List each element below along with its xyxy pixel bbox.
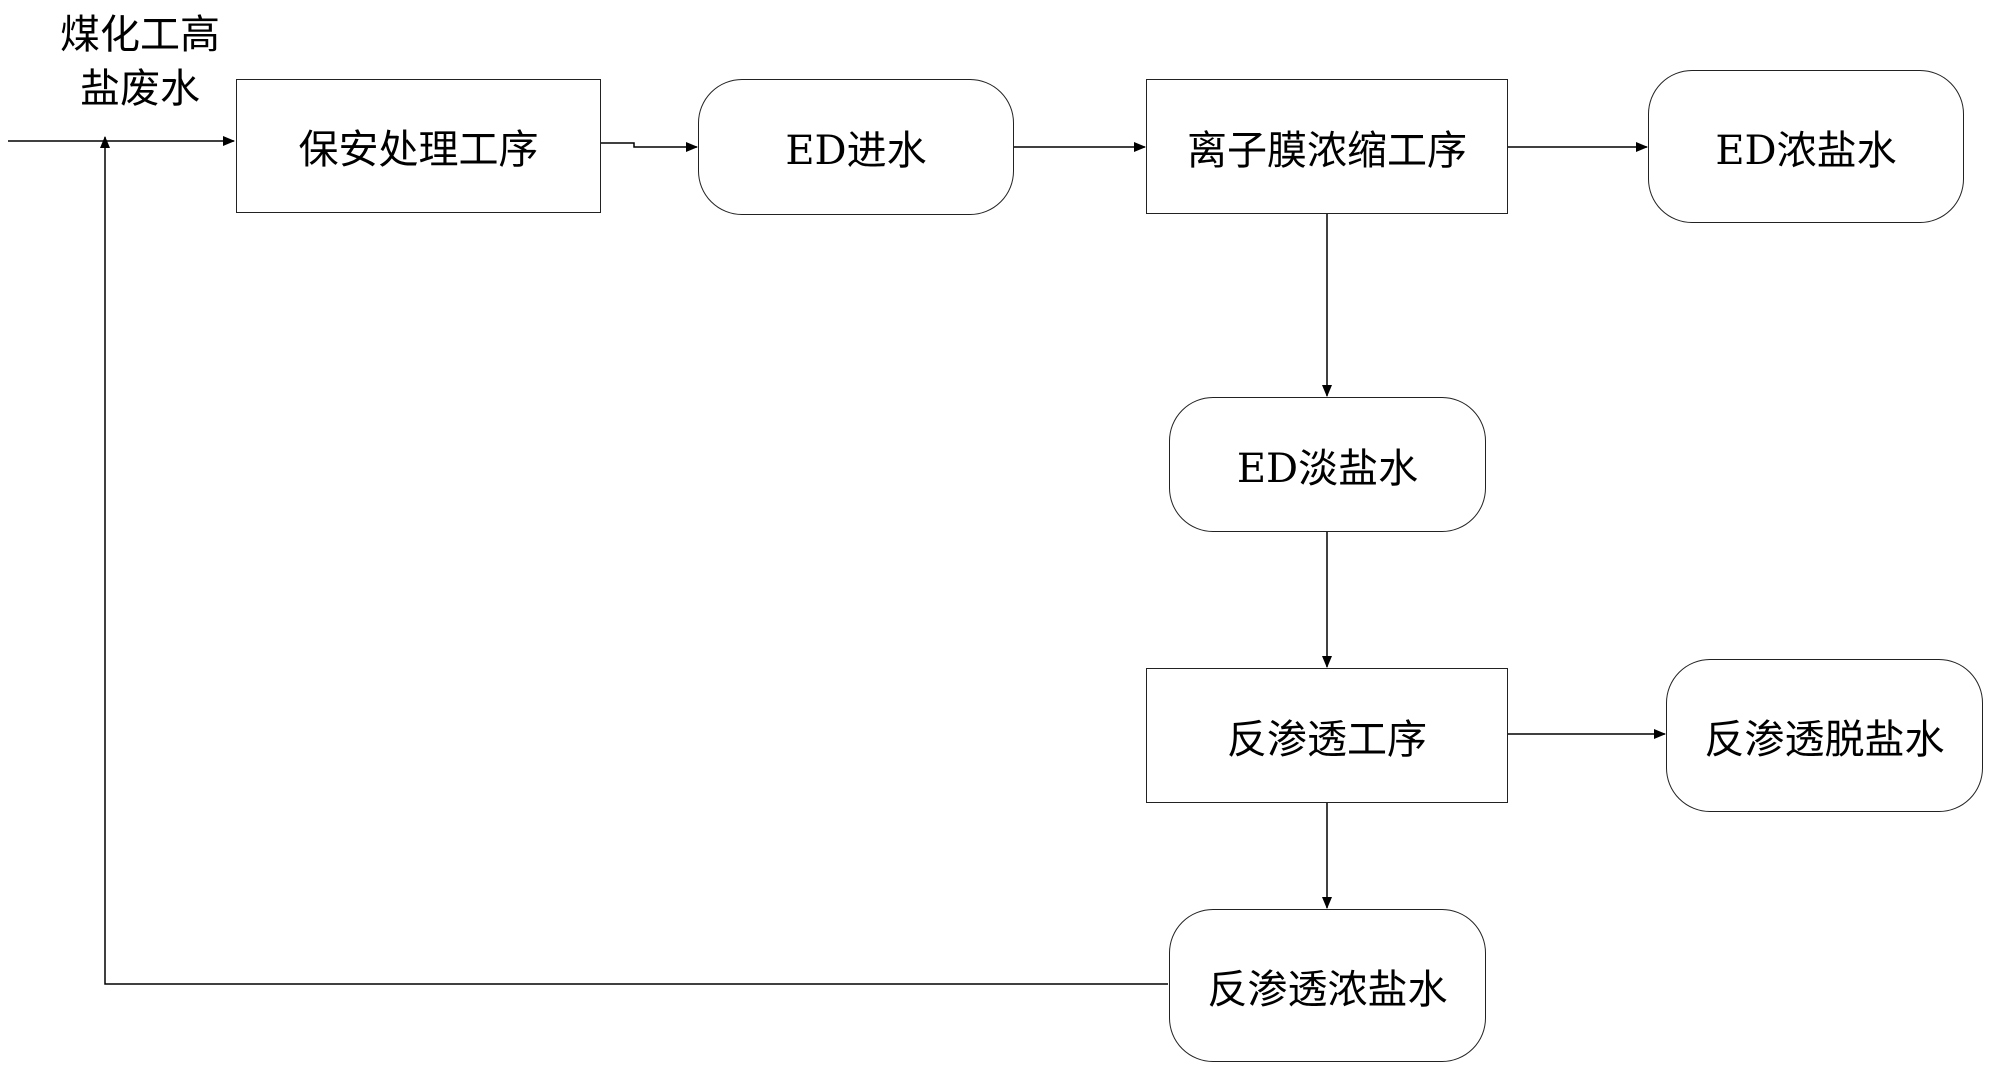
reverse-osmosis-box: 反渗透工序	[1146, 668, 1508, 803]
security-treatment-box: 保安处理工序	[236, 79, 601, 213]
inlet-label: 煤化工高 盐废水	[40, 8, 240, 116]
arrow-security-to-ed-feed	[601, 142, 698, 152]
ed-dilute-node: ED淡盐水	[1169, 397, 1486, 532]
ro-concentrate-node: 反渗透浓盐水	[1169, 909, 1486, 1062]
inlet-label-line2: 盐废水	[80, 66, 200, 112]
inlet-label-line1: 煤化工高	[60, 12, 220, 58]
ed-feed-node: ED进水	[698, 79, 1014, 215]
ed-concentrate-node: ED浓盐水	[1648, 70, 1964, 223]
ion-membrane-box: 离子膜浓缩工序	[1146, 79, 1508, 214]
arrow-ro-concentrate-recycle	[100, 136, 1168, 985]
ro-desalted-node: 反渗透脱盐水	[1666, 659, 1983, 812]
